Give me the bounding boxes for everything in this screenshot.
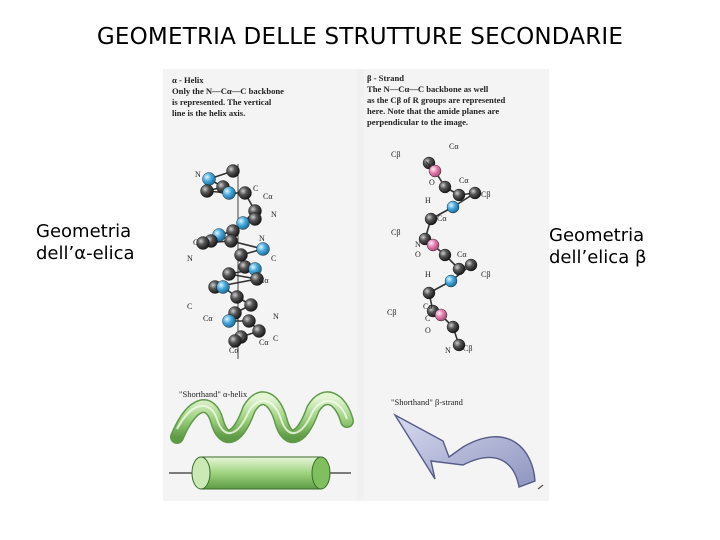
oxygen-atom: [428, 164, 442, 178]
carbon-atom: [250, 272, 264, 286]
secondary-structure-figure: α - Helix Only the N—Cα—C backbone is re…: [163, 69, 549, 501]
atom-label: O: [415, 250, 421, 259]
carbon-atom: [452, 262, 466, 276]
nitrogen-atom: [222, 186, 236, 200]
atom-label: Cα: [449, 142, 459, 151]
carbon-atom: [464, 258, 478, 272]
atom-label: N: [273, 312, 279, 321]
slide-title: GEOMETRIA DELLE STRUTTURE SECONDARIE: [96, 24, 624, 50]
strand-caption-line: The N—Cα—C backbone as well: [367, 84, 489, 94]
atom-label: Cβ: [481, 270, 490, 279]
shorthand-helix-ribbon: [170, 391, 354, 444]
strand-caption-heading: β - Strand: [367, 73, 404, 83]
atom-label: Cα: [263, 192, 273, 201]
atom-label: Cβ: [463, 344, 472, 353]
nitrogen-atom: [444, 274, 458, 288]
atom-label: N: [259, 234, 265, 243]
helix-caption-line: is represented. The vertical: [172, 97, 272, 107]
atom-label: Cβ: [391, 228, 400, 237]
beta-label-line2: dell’elica β: [549, 247, 647, 268]
alpha-helix-label: Geometria dell’α-elica: [36, 221, 166, 265]
atom-label: C: [193, 238, 198, 247]
oxygen-atom: [426, 238, 440, 252]
oxygen-atom: [434, 308, 448, 322]
atom-label: C: [425, 314, 430, 323]
carbon-atom: [230, 290, 244, 304]
strand-caption: β - Strand The N—Cα—C backbone as well a…: [367, 73, 547, 128]
atom-label: Cα: [459, 176, 469, 185]
carbon-atom: [446, 320, 460, 334]
helix-caption-heading: α - Helix: [172, 75, 204, 85]
atom-label: O: [429, 178, 435, 187]
shorthand-helix-cylinder: [169, 456, 351, 490]
carbon-atom: [228, 334, 242, 348]
nitrogen-atom: [216, 280, 230, 294]
atom-label: N: [415, 240, 421, 249]
carbon-atom: [424, 212, 438, 226]
atom-label: N: [425, 160, 431, 169]
helix-caption-line: line is the helix axis.: [172, 108, 246, 118]
carbon-atom: [196, 236, 210, 250]
carbon-atom: [248, 212, 262, 226]
helix-caption-line: Only the N—Cα—C backbone: [172, 86, 284, 96]
carbon-atom: [438, 180, 452, 194]
strand-caption-line: here. Note that the amide planes are: [367, 106, 500, 116]
atom-label: C: [187, 302, 192, 311]
alpha-helix-panel: [163, 69, 357, 501]
nitrogen-atom: [256, 242, 270, 256]
atom-label: C: [253, 184, 258, 193]
carbon-atom: [242, 314, 256, 328]
atom-label: C: [273, 334, 278, 343]
carbon-atom: [244, 298, 258, 312]
atom-label: Cα: [259, 338, 269, 347]
strand-caption-line: perpendicular to the image.: [367, 117, 469, 127]
beta-strand-label: Geometria dell’elica β: [549, 225, 679, 269]
carbon-atom: [452, 188, 466, 202]
carbon-atom: [238, 186, 252, 200]
atom-label: N: [271, 210, 277, 219]
carbon-atom: [200, 184, 214, 198]
atom-label: Cα: [229, 346, 239, 355]
nitrogen-atom: [222, 314, 236, 328]
alpha-label-line2: dell’α-elica: [36, 243, 135, 264]
atom-label: Cα: [259, 276, 269, 285]
atom-label: O: [425, 326, 431, 335]
carbon-atom: [226, 164, 240, 178]
atom-label: N: [445, 346, 451, 355]
carbon-atom: [468, 186, 482, 200]
atom-label: Cα: [423, 302, 433, 311]
carbon-atom: [222, 267, 236, 281]
carbon-atom: [252, 324, 266, 338]
atom-label: N: [195, 170, 201, 179]
shorthand-strand-arrow: [392, 413, 544, 490]
beta-strand-panel: [364, 69, 549, 501]
atom-label: Cα: [203, 314, 213, 323]
atom-label: Cβ: [391, 150, 400, 159]
carbon-atom: [452, 338, 466, 352]
atom-label: C: [271, 254, 276, 263]
shorthand-helix-label: "Shorthand" α-helix: [179, 389, 248, 399]
atom-label: N: [187, 254, 193, 263]
atom-label: Cα: [457, 250, 467, 259]
carbon-atom: [438, 248, 452, 262]
carbon-atom: [224, 234, 238, 248]
carbon-atom: [234, 248, 248, 262]
nitrogen-atom: [446, 200, 460, 214]
alpha-label-line1: Geometria: [36, 221, 132, 242]
beta-label-line1: Geometria: [549, 225, 645, 246]
carbon-atom: [422, 286, 436, 300]
nitrogen-atom: [236, 216, 250, 230]
atom-label: Cβ: [387, 308, 396, 317]
helix-caption: α - Helix Only the N—Cα—C backbone is re…: [172, 75, 352, 119]
atom-label: H: [425, 270, 431, 279]
strand-caption-line: as the Cβ of R groups are represented: [367, 95, 506, 105]
atom-label: H: [425, 196, 431, 205]
nitrogen-atom: [202, 172, 216, 186]
shorthand-strand-label: "Shorthand" β-strand: [391, 397, 463, 407]
atom-label: Cβ: [481, 190, 490, 199]
atom-label: Cα: [437, 214, 447, 223]
